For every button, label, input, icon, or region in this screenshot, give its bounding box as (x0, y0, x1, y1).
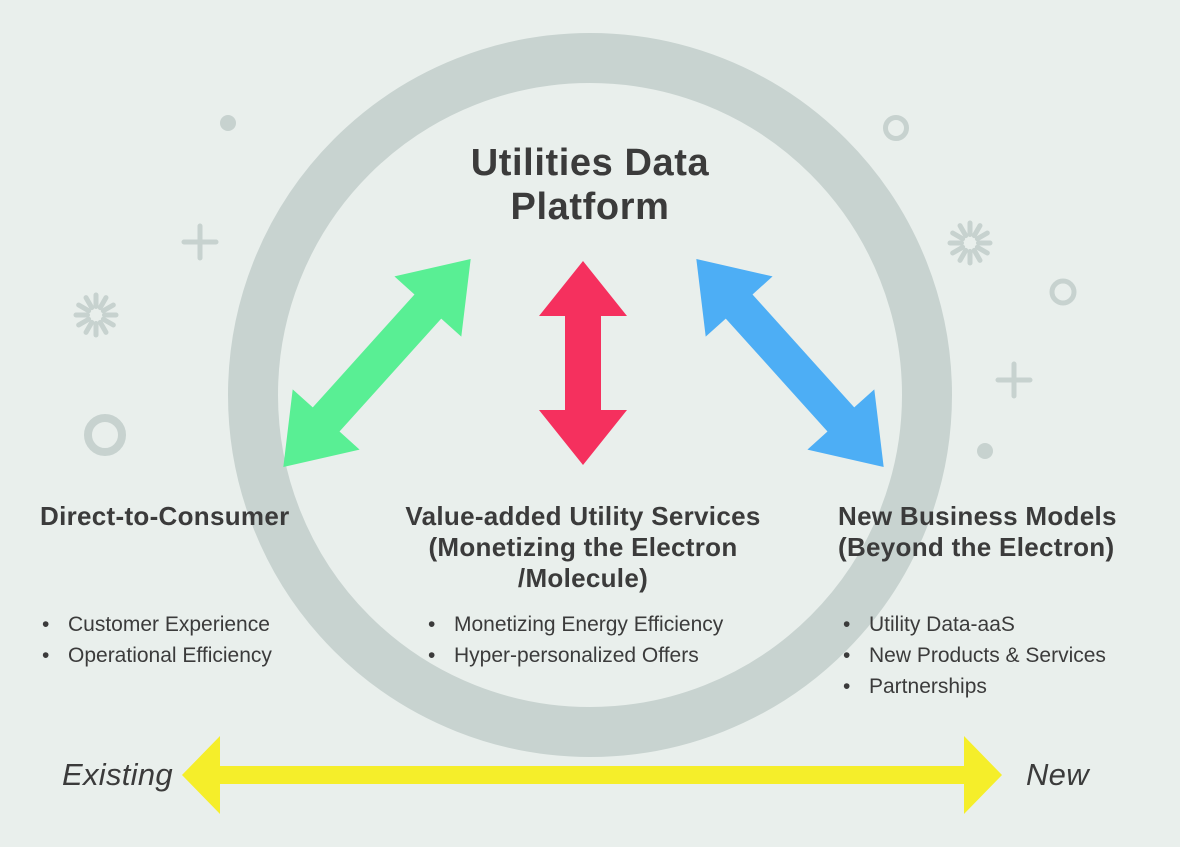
list-item: • Partnerships (843, 671, 1106, 702)
pink-vertical-double-arrow-icon (539, 261, 627, 465)
plus-icon (998, 364, 1030, 396)
dot-icon (977, 443, 993, 459)
circle-outline-icon (84, 414, 126, 456)
platform-ring (228, 33, 952, 757)
bullet-icon: • (42, 644, 50, 667)
bullet-icon: • (843, 675, 851, 698)
list-item-label: Operational Efficiency (68, 644, 272, 667)
list-item: • New Products & Services (843, 640, 1106, 671)
page-title-line2: Platform (510, 186, 670, 228)
bullet-icon: • (428, 644, 436, 667)
page-title: Utilities Data Platform (330, 141, 850, 229)
heading-line: New Business Models (838, 501, 1117, 531)
list-item-label: Customer Experience (68, 613, 270, 636)
heading-line: (Monetizing the Electron (428, 532, 738, 562)
heading-line: (Beyond the Electron) (838, 532, 1115, 562)
column-heading-direct-to-consumer: Direct-to-Consumer (40, 501, 370, 532)
list-item: • Customer Experience (42, 609, 272, 640)
bullet-list-direct-to-consumer: • Customer Experience • Operational Effi… (42, 609, 272, 671)
list-item: • Monetizing Energy Efficiency (428, 609, 723, 640)
spinner-icon (950, 223, 990, 263)
page-title-line1: Utilities Data (470, 142, 710, 184)
heading-line: Value-added Utility Services (405, 501, 761, 531)
existing-to-new-axis-arrow-icon (182, 736, 1002, 814)
list-item-label: Monetizing Energy Efficiency (454, 613, 724, 636)
blue-diagonal-double-arrow-icon (696, 258, 884, 468)
bullet-icon: • (843, 644, 851, 667)
bullet-icon: • (42, 613, 50, 636)
bullet-list-new-business-models: • Utility Data-aaS • New Products & Serv… (843, 609, 1106, 702)
axis-label-existing: Existing (62, 757, 173, 792)
circle-outline-icon (1049, 278, 1077, 306)
dot-icon (220, 115, 236, 131)
bullet-icon: • (428, 613, 436, 636)
green-diagonal-double-arrow-icon (283, 258, 471, 468)
list-item-label: Utility Data-aaS (869, 613, 1015, 636)
background-decorations (76, 115, 1077, 456)
heading-line: /Molecule) (517, 563, 649, 593)
list-item-label: Hyper-personalized Offers (454, 644, 699, 667)
list-item: • Utility Data-aaS (843, 609, 1106, 640)
heading-line: Direct-to-Consumer (40, 501, 290, 531)
axis-label-new: New (1026, 757, 1089, 792)
list-item: • Operational Efficiency (42, 640, 272, 671)
spinner-icon (76, 295, 116, 335)
circle-outline-icon (883, 115, 909, 141)
column-heading-value-added-utility-services: Value-added Utility Services (Monetizing… (368, 501, 798, 594)
bullet-list-value-added-utility-services: • Monetizing Energy Efficiency • Hyper-p… (428, 609, 723, 671)
list-item-label: New Products & Services (869, 644, 1106, 667)
list-item: • Hyper-personalized Offers (428, 640, 723, 671)
plus-icon (184, 226, 216, 258)
list-item-label: Partnerships (869, 675, 987, 698)
bullet-icon: • (843, 613, 851, 636)
column-heading-new-business-models: New Business Models (Beyond the Electron… (838, 501, 1168, 563)
